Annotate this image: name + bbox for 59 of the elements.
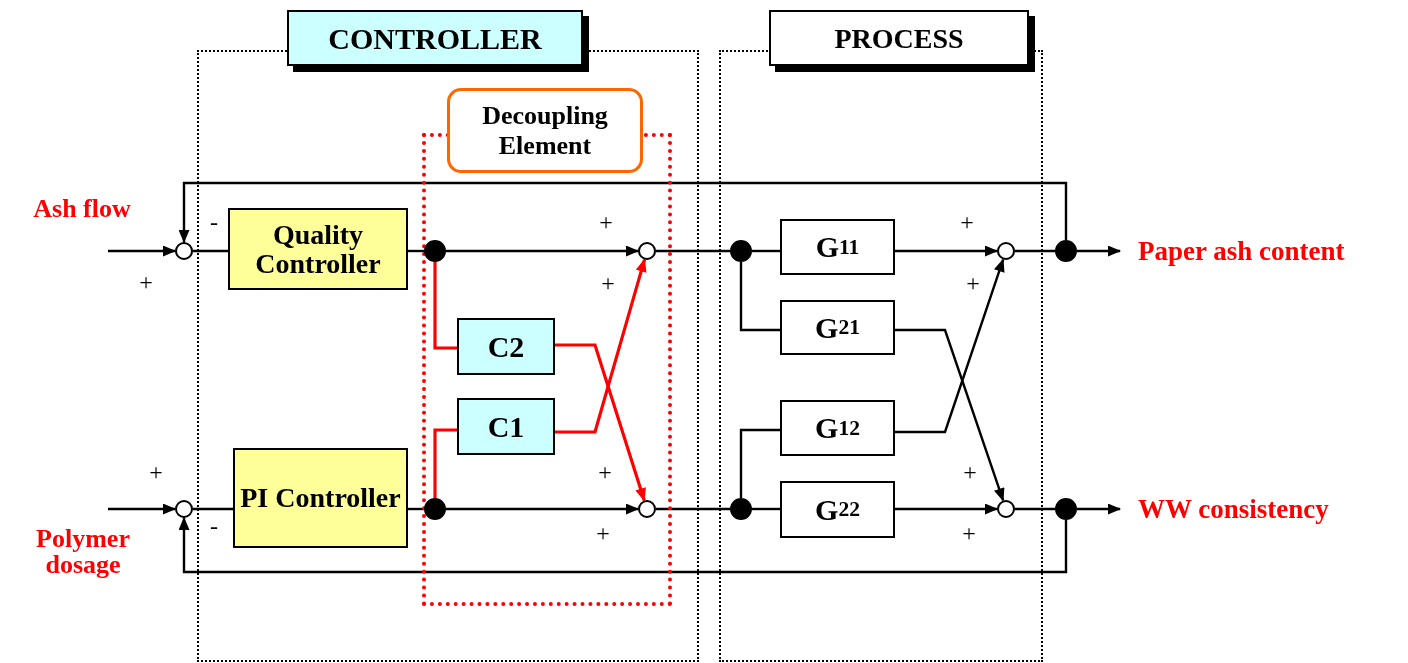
block: Quality Controller bbox=[228, 208, 408, 290]
input-label: Ash flow bbox=[32, 196, 132, 222]
sign-label: - bbox=[209, 514, 219, 538]
sign-label: + bbox=[595, 521, 611, 545]
summing-junction bbox=[175, 500, 193, 518]
sign-label: + bbox=[600, 271, 616, 295]
block: C1 bbox=[457, 398, 555, 455]
output-label: WW consistency bbox=[1120, 489, 1406, 529]
sign-label: + bbox=[965, 271, 981, 295]
summing-junction bbox=[997, 242, 1015, 260]
signal-line bbox=[739, 262, 780, 332]
summing-junction bbox=[638, 500, 656, 518]
signal-line bbox=[1015, 507, 1055, 511]
sign-label: + bbox=[961, 521, 977, 545]
sign-label: + bbox=[962, 460, 978, 484]
branch-point bbox=[730, 498, 752, 520]
branch-point bbox=[730, 240, 752, 262]
branch-point bbox=[424, 498, 446, 520]
block: PI Controller bbox=[233, 448, 408, 548]
signal-arrow bbox=[178, 181, 1068, 244]
branch-point bbox=[424, 240, 446, 262]
signal-arrow bbox=[178, 516, 1068, 574]
signal-line bbox=[193, 249, 228, 253]
sign-label: + bbox=[148, 460, 164, 484]
sign-label: + bbox=[597, 460, 613, 484]
signal-arrow bbox=[1077, 503, 1122, 515]
signal-line bbox=[752, 249, 780, 253]
summing-junction bbox=[997, 500, 1015, 518]
signal-arrow bbox=[895, 245, 999, 257]
input-label: Polymer dosage bbox=[35, 526, 131, 578]
sign-label: + bbox=[598, 210, 614, 234]
signal-line bbox=[433, 428, 457, 498]
signal-arrow bbox=[555, 258, 647, 434]
sign-label: + bbox=[138, 270, 154, 294]
sign-label: - bbox=[209, 210, 219, 234]
input-arrow bbox=[108, 503, 177, 515]
signal-line bbox=[656, 249, 730, 253]
signal-arrow bbox=[895, 328, 1005, 502]
signal-arrow bbox=[895, 503, 999, 515]
signal-arrow bbox=[895, 258, 1005, 434]
summing-junction bbox=[638, 242, 656, 260]
input-arrow bbox=[108, 245, 177, 257]
output-label: Paper ash content bbox=[1120, 231, 1406, 271]
signal-arrow bbox=[555, 343, 646, 502]
signal-line bbox=[739, 428, 780, 498]
signal-line bbox=[193, 507, 233, 511]
group-title: Decoupling Element bbox=[447, 88, 643, 173]
branch-point bbox=[1055, 498, 1077, 520]
signal-line bbox=[1015, 249, 1055, 253]
signal-line bbox=[752, 507, 780, 511]
signal-arrow bbox=[446, 503, 640, 515]
signal-arrow bbox=[1077, 245, 1122, 257]
branch-point bbox=[1055, 240, 1077, 262]
summing-junction bbox=[175, 242, 193, 260]
block: C2 bbox=[457, 318, 555, 375]
sign-label: + bbox=[959, 210, 975, 234]
signal-arrow bbox=[446, 245, 640, 257]
signal-line bbox=[433, 262, 457, 350]
signal-line bbox=[656, 507, 730, 511]
